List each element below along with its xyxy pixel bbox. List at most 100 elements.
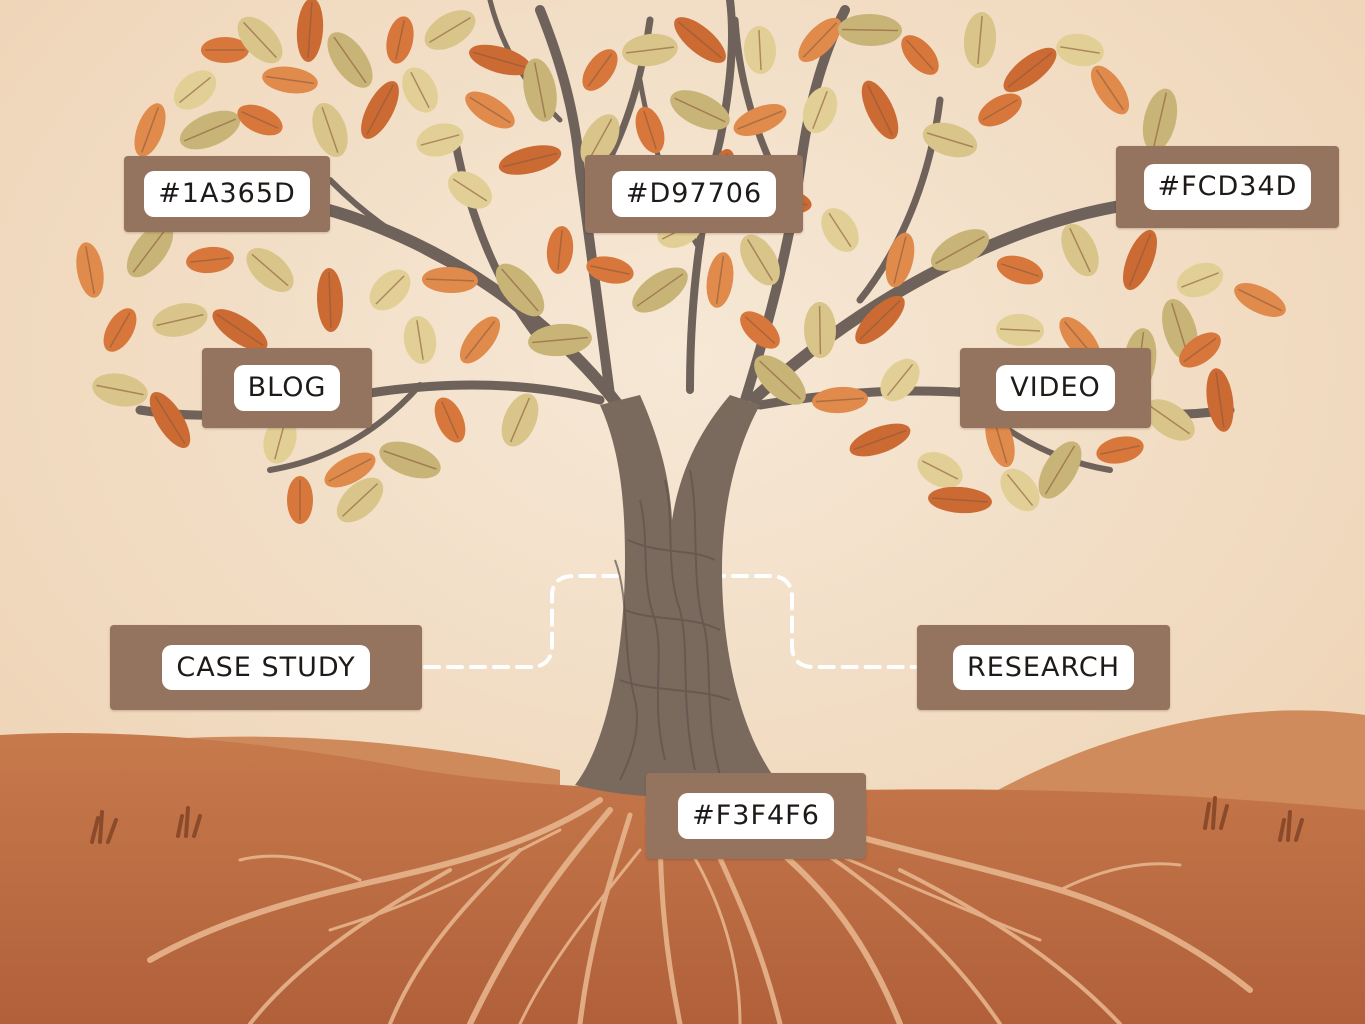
leaf bbox=[996, 313, 1044, 347]
content-tag-research: RESEARCH bbox=[917, 625, 1170, 710]
leaf bbox=[134, 103, 166, 157]
leaf bbox=[103, 308, 137, 352]
leaf bbox=[459, 316, 501, 364]
color-tag-1a365d-label: #1A365D bbox=[144, 171, 310, 217]
leaf bbox=[670, 90, 730, 130]
leaf bbox=[448, 171, 492, 209]
root bbox=[577, 812, 633, 1024]
leaf bbox=[1061, 223, 1099, 277]
content-tag-video: VIDEO bbox=[960, 348, 1151, 428]
leaf bbox=[312, 103, 348, 157]
content-tag-case-study-label: CASE STUDY bbox=[162, 644, 370, 691]
content-tag-video-label: VIDEO bbox=[996, 365, 1115, 411]
leaf bbox=[586, 256, 634, 284]
leaf bbox=[361, 81, 399, 139]
leaf bbox=[528, 323, 592, 357]
leaf bbox=[434, 397, 466, 443]
branch bbox=[451, 136, 544, 344]
leaf bbox=[465, 91, 515, 129]
leaf bbox=[821, 208, 859, 252]
leaf bbox=[495, 263, 545, 317]
leaf bbox=[416, 123, 464, 157]
leaf bbox=[336, 477, 384, 523]
leaf bbox=[838, 13, 902, 47]
root bbox=[388, 848, 522, 1024]
root bbox=[518, 848, 642, 1024]
dashed-connectors bbox=[423, 574, 917, 669]
leaf bbox=[1206, 368, 1234, 432]
leaf bbox=[179, 110, 241, 150]
leaf bbox=[1176, 262, 1224, 298]
leaf bbox=[740, 234, 780, 286]
leaf bbox=[402, 67, 438, 113]
leaf bbox=[246, 248, 294, 292]
root bbox=[818, 848, 1002, 1024]
leaf bbox=[733, 104, 787, 136]
leaf bbox=[754, 355, 806, 405]
root bbox=[898, 868, 1122, 1024]
leaf bbox=[706, 252, 734, 308]
leaf bbox=[386, 16, 414, 64]
grass-tufts bbox=[90, 796, 1304, 844]
leaf bbox=[403, 316, 437, 364]
leaf bbox=[186, 246, 234, 274]
root bbox=[238, 854, 362, 882]
leaf bbox=[1000, 468, 1040, 512]
leaf bbox=[996, 255, 1044, 285]
leaf bbox=[469, 44, 531, 76]
leaf bbox=[173, 70, 217, 110]
leaf bbox=[861, 80, 899, 140]
root bbox=[147, 797, 603, 963]
leaf bbox=[324, 452, 376, 488]
leaf bbox=[855, 295, 905, 345]
leaf bbox=[152, 303, 208, 337]
content-tag-research-label: RESEARCH bbox=[952, 644, 1135, 691]
color-tag-f3f4f6-label: #F3F4F6 bbox=[678, 793, 834, 839]
leaf bbox=[1003, 47, 1057, 93]
leaf bbox=[92, 373, 148, 407]
leaf bbox=[803, 302, 837, 358]
leaf bbox=[1056, 33, 1104, 67]
leaf bbox=[674, 17, 726, 63]
leaf bbox=[501, 393, 539, 447]
leaf bbox=[237, 16, 283, 64]
leaf bbox=[740, 311, 780, 349]
leaf bbox=[928, 486, 992, 514]
color-tag-d97706-label: #D97706 bbox=[611, 171, 777, 217]
leaf bbox=[316, 268, 344, 332]
root bbox=[467, 807, 613, 1024]
root bbox=[688, 848, 742, 1024]
leaf bbox=[1234, 283, 1286, 317]
soil-ground bbox=[0, 733, 1365, 1024]
leaf bbox=[287, 476, 313, 524]
leaf bbox=[930, 229, 990, 271]
leaf bbox=[379, 441, 441, 479]
leaf bbox=[201, 37, 249, 63]
leaf bbox=[743, 26, 777, 74]
trunk-bark-texture bbox=[614, 469, 731, 781]
leaf bbox=[880, 358, 920, 402]
leaf bbox=[498, 145, 562, 175]
root bbox=[1058, 862, 1182, 892]
branch bbox=[535, 5, 615, 400]
leaf bbox=[582, 49, 618, 91]
leaf bbox=[424, 10, 476, 50]
color-tag-fcd34d-label: #FCD34D bbox=[1143, 164, 1312, 210]
leaf bbox=[802, 86, 838, 134]
leaf bbox=[622, 33, 678, 67]
leaf bbox=[632, 267, 688, 313]
leaf bbox=[1142, 88, 1178, 152]
leaf bbox=[1123, 229, 1157, 291]
leaf bbox=[635, 106, 665, 154]
leaf bbox=[369, 269, 411, 311]
leaf bbox=[1090, 65, 1130, 115]
leaf bbox=[237, 104, 283, 136]
leaf bbox=[1145, 399, 1195, 441]
leaf bbox=[798, 17, 842, 63]
leaf bbox=[963, 12, 997, 68]
content-tag-blog-label: BLOG bbox=[233, 365, 341, 411]
leaf bbox=[523, 58, 557, 122]
leaf bbox=[126, 222, 174, 278]
leaf bbox=[978, 93, 1022, 127]
color-tag-fcd34d: #FCD34D bbox=[1116, 146, 1339, 228]
